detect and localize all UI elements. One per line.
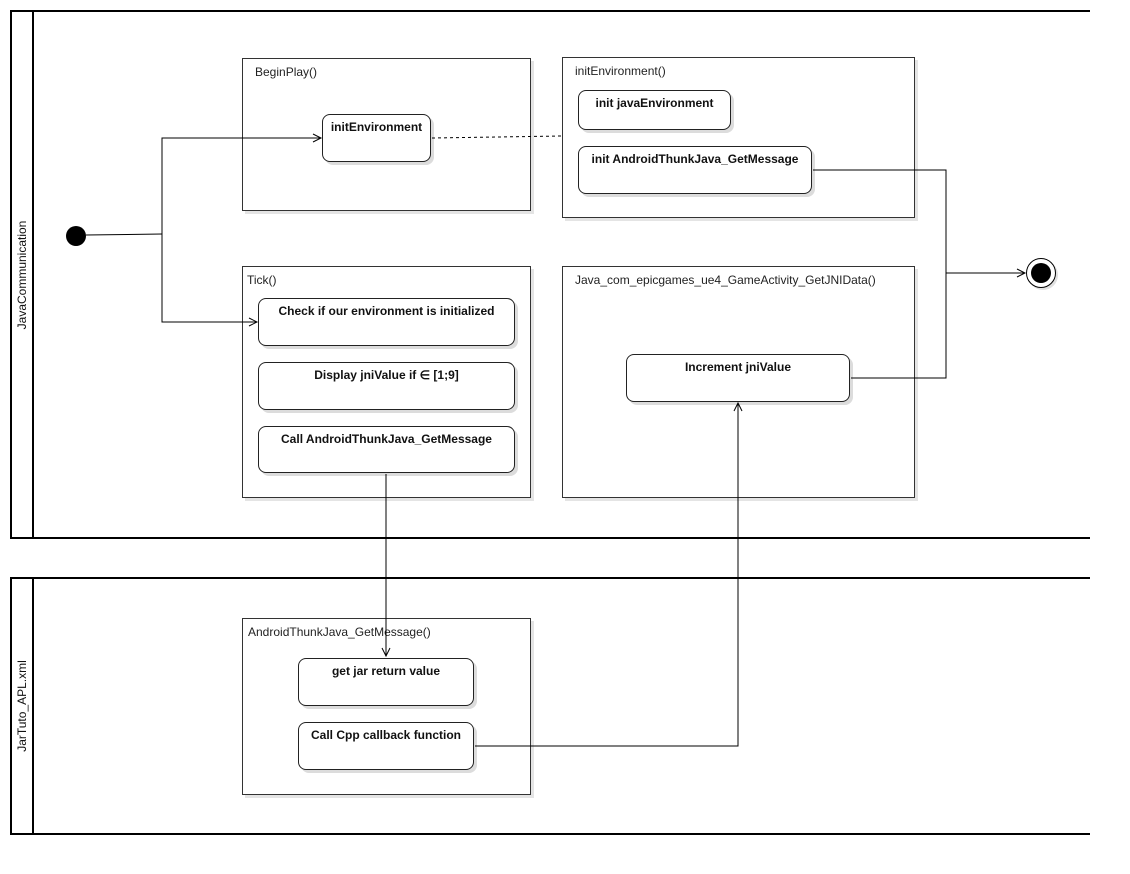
frame-title: Java_com_epicgames_ue4_GameActivity_GetJ…	[575, 273, 876, 287]
final-node-dot	[1031, 263, 1051, 283]
action-init-environment[interactable]: initEnvironment	[322, 114, 431, 162]
swimlane-jartuto-apl: JarTuto_APL.xml	[10, 577, 1090, 835]
action-increment-jnivalue[interactable]: Increment jniValue	[626, 354, 850, 402]
frame-title: initEnvironment()	[575, 64, 666, 78]
initial-node	[66, 226, 86, 246]
action-get-jar-return-value[interactable]: get jar return value	[298, 658, 474, 706]
frame-title: AndroidThunkJava_GetMessage()	[248, 625, 431, 639]
action-init-java-environment[interactable]: init javaEnvironment	[578, 90, 731, 130]
swimlane-label: JavaCommunication	[15, 220, 29, 329]
action-init-androidthunkjava-getmessage[interactable]: init AndroidThunkJava_GetMessage	[578, 146, 812, 194]
swimlane-java-communication: JavaCommunication	[10, 10, 1090, 539]
action-call-cpp-callback[interactable]: Call Cpp callback function	[298, 722, 474, 770]
final-node	[1026, 258, 1056, 288]
frame-title: Tick()	[247, 273, 277, 287]
swimlane-label: JarTuto_APL.xml	[15, 660, 29, 752]
swimlane-header: JavaCommunication	[12, 12, 34, 537]
swimlane-header: JarTuto_APL.xml	[12, 579, 34, 833]
action-call-androidthunkjava-getmessage[interactable]: Call AndroidThunkJava_GetMessage	[258, 426, 515, 473]
action-display-jnivalue[interactable]: Display jniValue if ∈ [1;9]	[258, 362, 515, 410]
action-check-environment-initialized[interactable]: Check if our environment is initialized	[258, 298, 515, 346]
frame-title: BeginPlay()	[255, 65, 318, 79]
